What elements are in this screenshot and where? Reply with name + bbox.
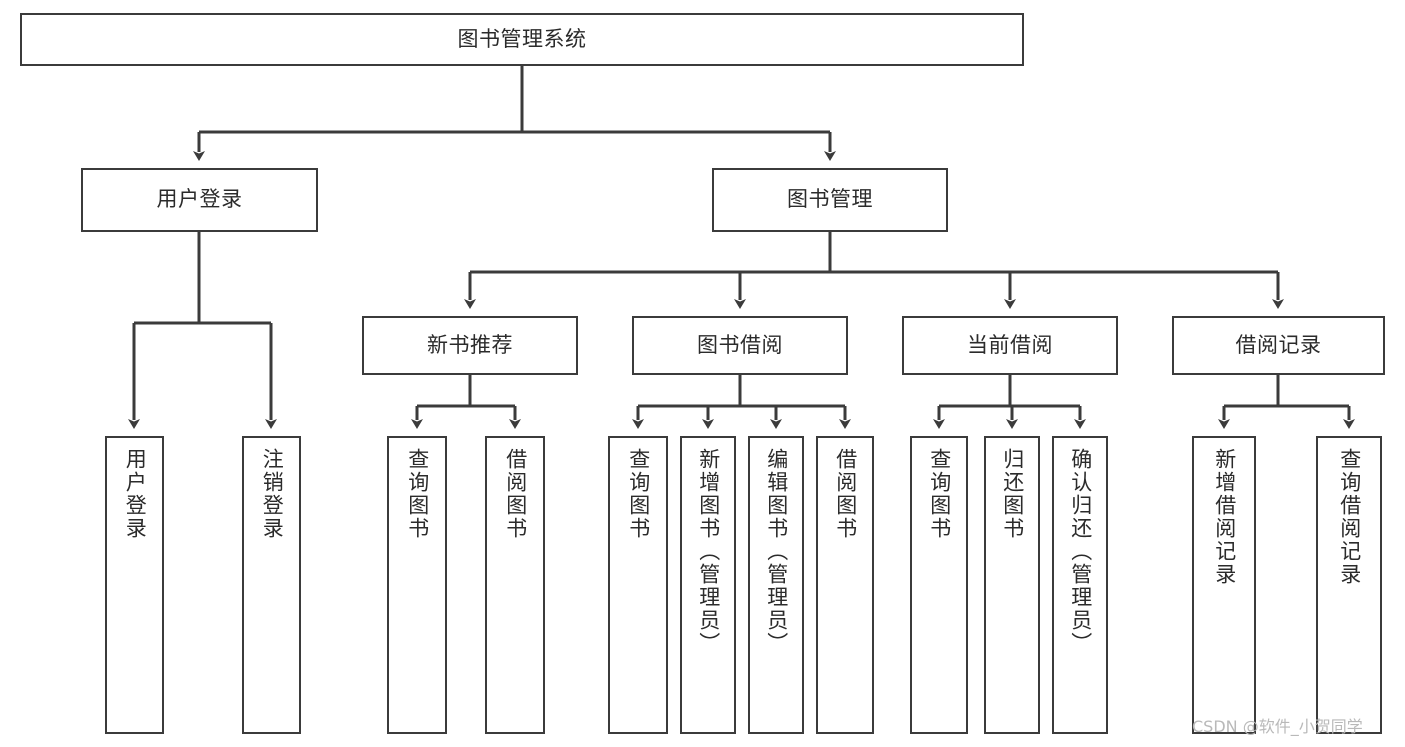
node-leaf-add-record-label: 新增借阅记录: [1212, 448, 1237, 586]
node-root[interactable]: 图书管理系统: [20, 13, 1024, 66]
node-leaf-borrow-book-2[interactable]: 借阅图书: [816, 436, 874, 734]
node-new-book-recommend[interactable]: 新书推荐: [362, 316, 578, 375]
node-new-book-recommend-label: 新书推荐: [427, 332, 513, 357]
node-leaf-query-book-3[interactable]: 查询图书: [910, 436, 968, 734]
node-leaf-logout-label: 注销登录: [260, 448, 285, 540]
node-leaf-query-record[interactable]: 查询借阅记录: [1316, 436, 1382, 734]
node-leaf-logout[interactable]: 注销登录: [242, 436, 301, 734]
node-book-borrow-label: 图书借阅: [697, 332, 783, 357]
node-leaf-query-book-3-label: 查询图书: [927, 448, 952, 540]
node-leaf-query-book-2[interactable]: 查询图书: [608, 436, 668, 734]
node-leaf-add-book-label: 新增图书（管理员）: [696, 448, 721, 655]
node-leaf-query-book-1[interactable]: 查询图书: [387, 436, 447, 734]
node-root-label: 图书管理系统: [457, 26, 587, 51]
node-leaf-confirm-return[interactable]: 确认归还（管理员）: [1052, 436, 1108, 734]
node-borrow-record-label: 借阅记录: [1235, 332, 1322, 357]
node-user-login[interactable]: 用户登录: [81, 168, 318, 232]
node-book-borrow[interactable]: 图书借阅: [632, 316, 848, 375]
node-user-login-label: 用户登录: [156, 187, 243, 212]
node-leaf-borrow-book-1-label: 借阅图书: [503, 448, 528, 540]
node-leaf-return-book-label: 归还图书: [1000, 448, 1025, 540]
node-leaf-add-record[interactable]: 新增借阅记录: [1192, 436, 1256, 734]
node-leaf-return-book[interactable]: 归还图书: [984, 436, 1040, 734]
node-leaf-user-login[interactable]: 用户登录: [105, 436, 164, 734]
node-leaf-query-book-1-label: 查询图书: [405, 448, 430, 540]
node-leaf-user-login-label: 用户登录: [123, 448, 148, 540]
node-leaf-query-book-2-label: 查询图书: [626, 448, 651, 540]
node-borrow-record[interactable]: 借阅记录: [1172, 316, 1385, 375]
node-book-management[interactable]: 图书管理: [712, 168, 948, 232]
node-leaf-confirm-return-label: 确认归还（管理员）: [1068, 448, 1093, 655]
node-leaf-borrow-book-1[interactable]: 借阅图书: [485, 436, 545, 734]
node-leaf-edit-book[interactable]: 编辑图书（管理员）: [748, 436, 804, 734]
node-book-management-label: 图书管理: [787, 187, 873, 212]
node-current-borrow-label: 当前借阅: [967, 332, 1053, 357]
node-leaf-borrow-book-2-label: 借阅图书: [833, 448, 858, 540]
csdn-watermark: CSDN @软件_小贺同学: [1192, 717, 1363, 736]
node-current-borrow[interactable]: 当前借阅: [902, 316, 1118, 375]
node-leaf-query-record-label: 查询借阅记录: [1337, 448, 1362, 586]
node-leaf-edit-book-label: 编辑图书（管理员）: [764, 448, 789, 655]
node-leaf-add-book[interactable]: 新增图书（管理员）: [680, 436, 736, 734]
